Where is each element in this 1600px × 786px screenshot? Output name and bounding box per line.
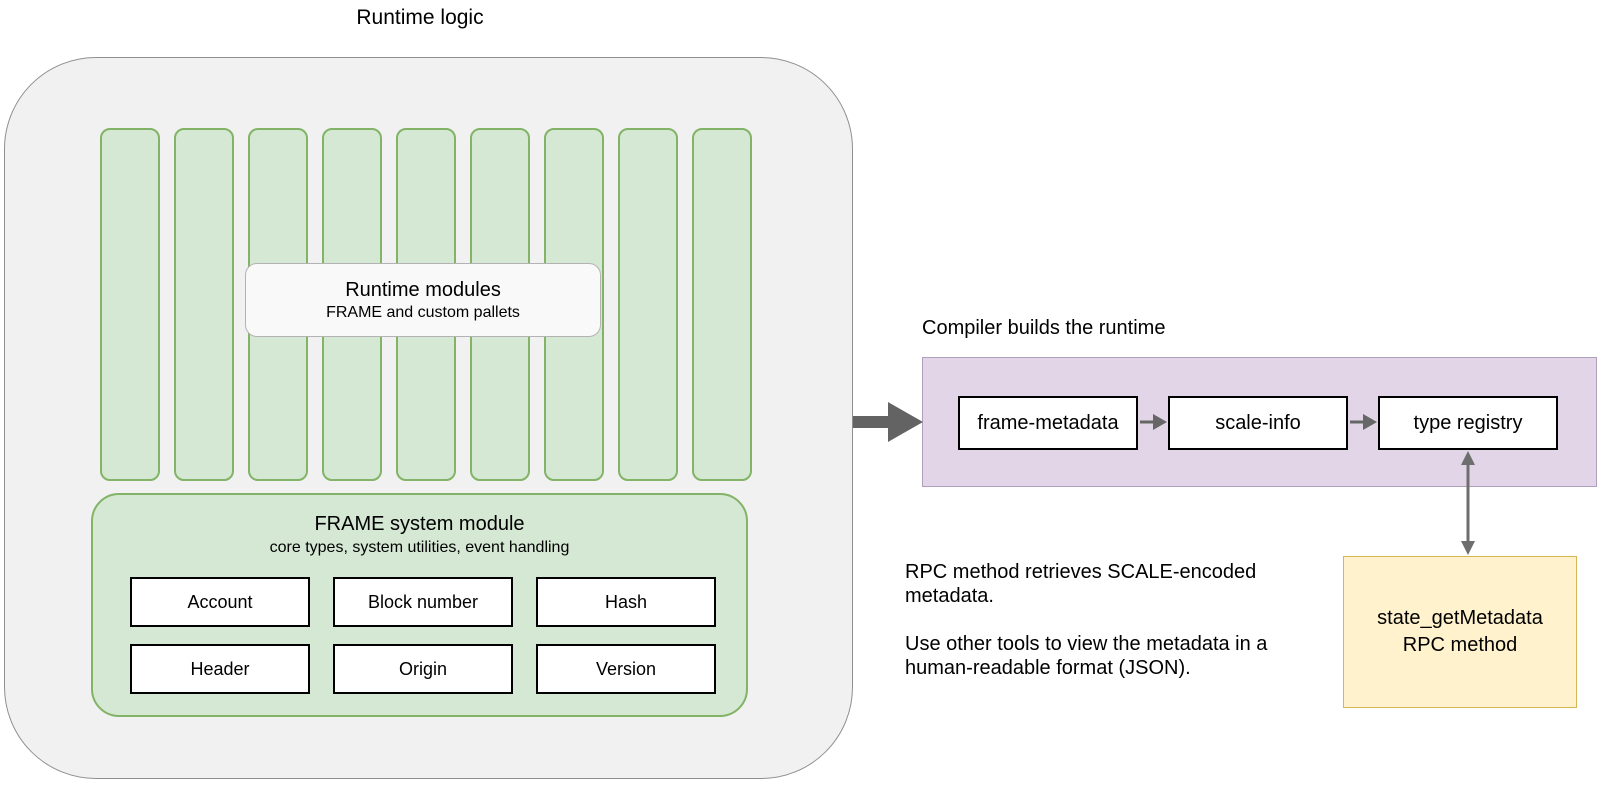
page-title: Runtime logic: [356, 6, 484, 29]
step-scale-info: scale-info: [1168, 396, 1348, 450]
state-get-metadata-line2: RPC method: [1402, 634, 1518, 656]
runtime-module-bar: [100, 128, 160, 481]
rpc-note-line: metadata.: [905, 585, 994, 607]
state-get-metadata-line1: state_getMetadata: [1377, 607, 1543, 629]
rpc-note: RPC method retrieves SCALE-encoded metad…: [905, 560, 1325, 680]
frame-cell-account: Account: [130, 577, 310, 627]
step-frame-metadata: frame-metadata: [958, 396, 1138, 450]
runtime-modules-title: Runtime modules: [345, 279, 501, 301]
paragraph-spacer: [905, 608, 1325, 632]
runtime-module-bar: [692, 128, 752, 481]
rpc-note-line: Use other tools to view the metadata in …: [905, 633, 1268, 655]
state-get-metadata-box: state_getMetadata RPC method: [1343, 556, 1577, 708]
rpc-note-line: human-readable format (JSON).: [905, 657, 1191, 679]
frame-system-title: FRAME system module: [314, 513, 525, 535]
runtime-modules-subtitle: FRAME and custom pallets: [326, 304, 520, 321]
compile-arrow: [853, 402, 923, 442]
frame-cell-version: Version: [536, 644, 716, 694]
rpc-note-line: RPC method retrieves SCALE-encoded: [905, 561, 1257, 583]
frame-cell-origin: Origin: [333, 644, 513, 694]
frame-cell-header: Header: [130, 644, 310, 694]
compiler-label: Compiler builds the runtime: [922, 317, 1166, 339]
frame-system-subtitle: core types, system utilities, event hand…: [269, 539, 570, 556]
frame-system-module: FRAME system module core types, system u…: [91, 493, 748, 717]
frame-cell-block-number: Block number: [333, 577, 513, 627]
runtime-module-bar: [174, 128, 234, 481]
frame-cell-hash: Hash: [536, 577, 716, 627]
runtime-module-bar: [618, 128, 678, 481]
runtime-modules-label: Runtime modules FRAME and custom pallets: [245, 263, 601, 337]
step-type-registry: type registry: [1378, 396, 1558, 450]
